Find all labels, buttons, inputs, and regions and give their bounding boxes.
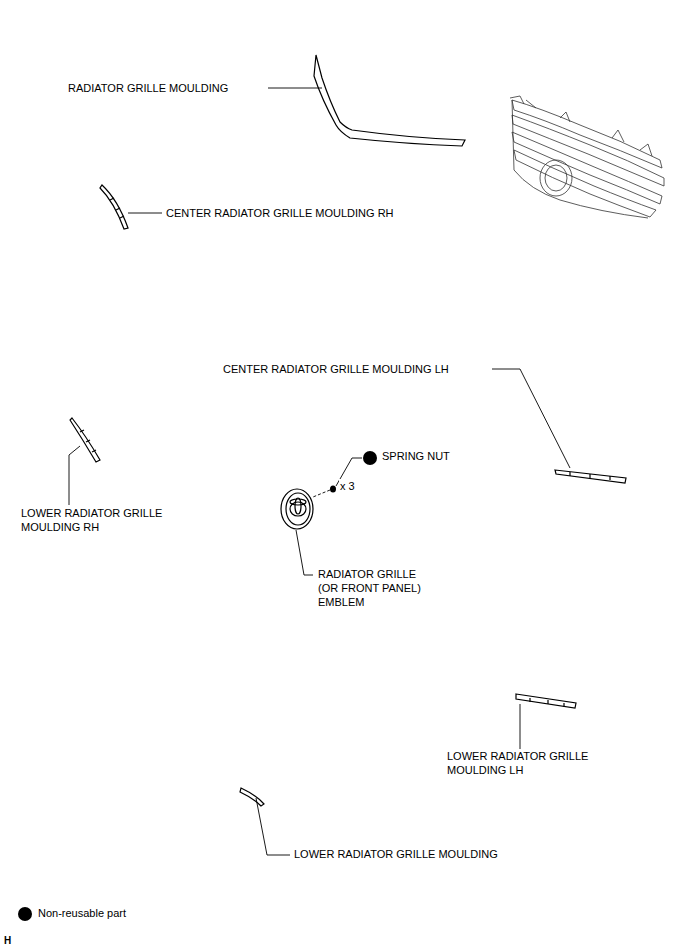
clip xyxy=(570,472,610,480)
part-label: H xyxy=(3,934,12,948)
part-label: CENTER RADIATOR GRILLE MOULDING LH xyxy=(222,362,450,376)
spring-nut xyxy=(330,486,336,493)
part-label: SPRING NUT xyxy=(381,449,451,463)
part-label: x 3 xyxy=(339,479,356,493)
part-label: RADIATOR GRILLE (OR FRONT PANEL) EMBLEM xyxy=(317,567,431,609)
leader-lines xyxy=(69,88,570,855)
grille-moulding xyxy=(314,55,465,146)
part-label: LOWER RADIATOR GRILLE MOULDING xyxy=(293,847,499,861)
emblem xyxy=(281,489,313,529)
part-label: CENTER RADIATOR GRILLE MOULDING RH xyxy=(165,206,395,220)
center-moulding-rh xyxy=(100,185,128,229)
center-moulding-lh xyxy=(555,470,626,483)
lower-grille-moulding xyxy=(240,788,264,806)
radiator-grille xyxy=(510,96,664,218)
legend-text: Non-reusable part xyxy=(37,906,127,920)
lower-moulding-rh xyxy=(70,418,100,462)
part-label: LOWER RADIATOR GRILLE MOULDING LH xyxy=(446,749,608,777)
part-label: LOWER RADIATOR GRILLE MOULDING RH xyxy=(20,506,182,534)
part-label: RADIATOR GRILLE MOULDING xyxy=(67,81,229,95)
legend-mark xyxy=(18,907,32,921)
lower-moulding-lh xyxy=(516,694,576,708)
clip xyxy=(80,430,96,452)
non-reusable-mark xyxy=(363,451,377,465)
clip xyxy=(530,698,564,707)
dashed-line xyxy=(313,490,330,497)
clip xyxy=(110,198,124,218)
